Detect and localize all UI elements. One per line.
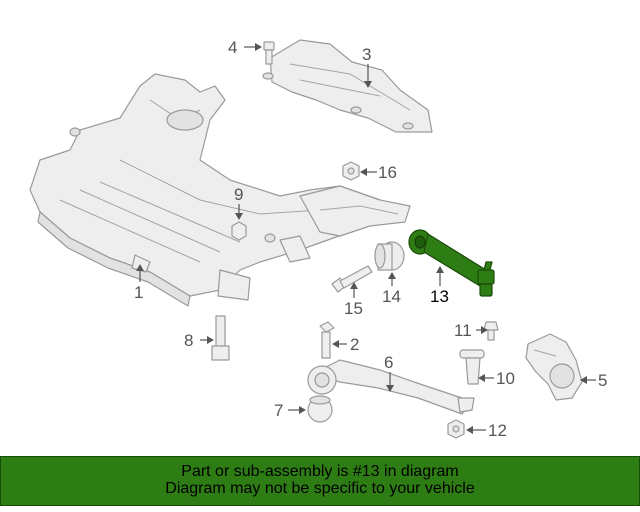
parts-diagram: 4 3 16 9 1 14 15 13 8 2 6 7 10 11 12 5 xyxy=(29,38,607,440)
callout-label-2: 2 xyxy=(350,335,359,354)
callout-label-15: 15 xyxy=(344,299,363,318)
info-banner: Part or sub-assembly is #13 in diagram D… xyxy=(0,456,640,506)
callout-label-4: 4 xyxy=(228,38,237,57)
callout-label-16: 16 xyxy=(378,163,397,182)
bolt-part-2 xyxy=(319,321,335,359)
callout-label-13: 13 xyxy=(430,287,449,306)
leader-lines xyxy=(136,43,596,434)
banner-line-1: Part or sub-assembly is #13 in diagram xyxy=(181,463,459,480)
callout-label-7: 7 xyxy=(274,401,283,420)
callout-label-6: 6 xyxy=(384,353,393,372)
bolt-part-8 xyxy=(211,315,230,361)
banner-line-2: Diagram may not be specific to your vehi… xyxy=(165,480,475,497)
nut-part-9 xyxy=(231,221,247,241)
callout-label-12: 12 xyxy=(488,421,507,440)
bolt-part-15 xyxy=(331,265,373,293)
ball-joint-part-10 xyxy=(459,349,485,385)
bushing-part-14 xyxy=(374,241,405,271)
callout-label-14: 14 xyxy=(382,287,401,306)
bolt-part-11 xyxy=(483,321,499,341)
callout-label-5: 5 xyxy=(598,371,607,390)
knuckle-part-5 xyxy=(525,333,583,401)
callout-label-8: 8 xyxy=(184,331,193,350)
callout-label-1: 1 xyxy=(134,283,143,302)
nut-part-12 xyxy=(447,419,465,439)
crossmember-plate-part xyxy=(262,39,433,133)
callout-label-3: 3 xyxy=(362,45,371,64)
nut-part-16 xyxy=(342,161,360,181)
bolt-part-4 xyxy=(263,41,275,65)
callout-label-11: 11 xyxy=(454,321,472,340)
subframe-part xyxy=(29,73,411,307)
bushing-part-7 xyxy=(307,395,333,423)
callout-label-9: 9 xyxy=(234,185,243,204)
callout-label-10: 10 xyxy=(496,369,515,388)
control-arm-part-13 xyxy=(408,229,495,297)
